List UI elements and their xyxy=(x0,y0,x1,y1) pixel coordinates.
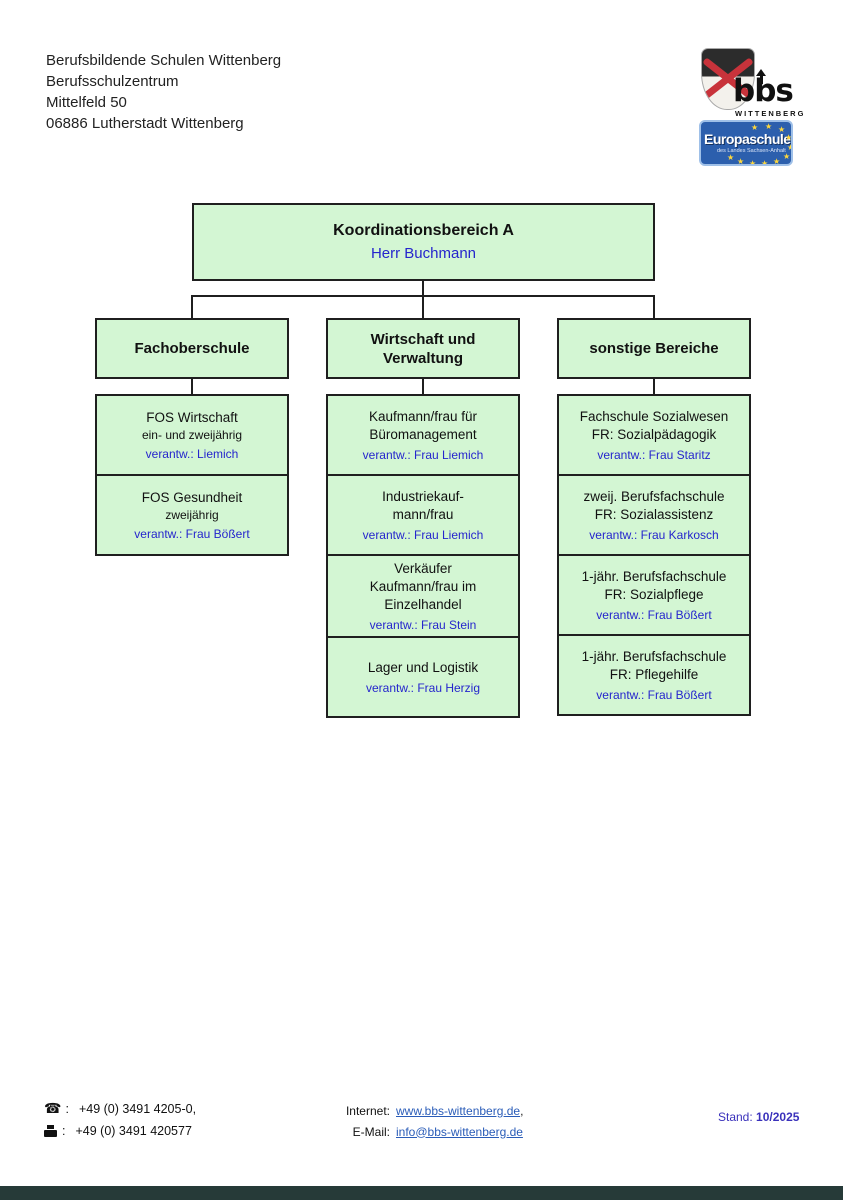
connector-stub-col1 xyxy=(191,379,193,394)
org-box-responsible: verantw.: Frau Bößert xyxy=(596,607,712,622)
europaschule-label: Europaschule xyxy=(704,131,791,147)
europaschule-badge: Europaschule des Landes Sachsen-Anhalt ★… xyxy=(699,120,793,166)
scan-edge-bar xyxy=(0,1186,843,1200)
org-box-responsible: verantw.: Frau Bößert xyxy=(596,687,712,702)
org-box-responsible: verantw.: Frau Bößert xyxy=(134,526,250,541)
org-box-line: FR: Sozialpflege xyxy=(604,586,704,602)
phone-icon: ☎ xyxy=(44,1101,62,1117)
org-box-responsible: verantw.: Frau Stein xyxy=(369,617,477,632)
star-icon: ★ xyxy=(787,144,791,152)
org-box-line: Kaufmann/frau für xyxy=(368,408,478,424)
star-icon: ★ xyxy=(783,152,791,161)
email-link[interactable]: info@bbs-wittenberg.de xyxy=(396,1124,523,1139)
connector-horizontal xyxy=(191,295,655,297)
wittenberg-crest-icon xyxy=(701,48,755,110)
org-box-line: FR: Sozialpädagogik xyxy=(591,426,717,442)
phone-number: +49 (0) 3491 4205-0, xyxy=(78,1102,197,1116)
org-box-line: Büromanagement xyxy=(369,426,477,442)
org-box-line: FOS Gesundheit xyxy=(141,489,243,505)
school-logo: bbs WITTENBERG Europaschule des Landes S… xyxy=(699,46,803,172)
stand-label: Stand: xyxy=(718,1110,753,1124)
org-box-line: Fachschule Sozialwesen xyxy=(579,408,729,424)
fax-icon xyxy=(44,1125,57,1137)
org-column-header-wirtschaft: Wirtschaft und Verwaltung xyxy=(326,318,520,379)
stand-value: 10/2025 xyxy=(756,1110,800,1124)
org-box-line: 1-jähr. Berufsfachschule xyxy=(581,648,727,664)
internet-suffix: , xyxy=(520,1103,524,1118)
org-box: 1-jähr. Berufsfachschule FR: Pflegehilfe… xyxy=(557,634,751,716)
org-box: Industriekauf- mann/frau verantw.: Frau … xyxy=(326,474,520,556)
org-box-responsible: verantw.: Frau Liemich xyxy=(362,447,484,462)
org-box-line: 1-jähr. Berufsfachschule xyxy=(581,568,727,584)
org-root-box: Koordinationsbereich A Herr Buchmann xyxy=(192,203,655,281)
org-box-line: FR: Sozialassistenz xyxy=(594,506,714,522)
org-root-person: Herr Buchmann xyxy=(370,245,477,262)
star-icon: ★ xyxy=(785,133,793,142)
org-box-line: Industriekauf- xyxy=(382,488,464,504)
star-icon: ★ xyxy=(727,153,735,162)
star-icon: ★ xyxy=(737,157,745,166)
connector-root-stub xyxy=(422,281,424,295)
connector-stub-col2 xyxy=(422,379,424,394)
stand-note: Stand: 10/2025 xyxy=(718,1110,799,1124)
address-line: Mittelfeld 50 xyxy=(46,94,127,111)
org-box-line: FR: Pflegehilfe xyxy=(609,666,699,682)
org-box: Kaufmann/frau für Büromanagement verantw… xyxy=(326,394,520,476)
org-box: Fachschule Sozialwesen FR: Sozialpädagog… xyxy=(557,394,751,476)
org-box-responsible: verantw.: Frau Liemich xyxy=(362,527,484,542)
org-box: zweij. Berufsfachschule FR: Sozialassist… xyxy=(557,474,751,556)
email-label: E-Mail: xyxy=(352,1124,390,1139)
fax-number: +49 (0) 3491 420577 xyxy=(75,1124,192,1138)
connector-drop-col1 xyxy=(191,297,193,318)
org-box-subline: ein- und zweijährig xyxy=(141,427,243,442)
org-box-line: Verkäufer xyxy=(394,560,452,576)
org-root-title: Koordinationsbereich A xyxy=(333,222,514,239)
org-box: Lager und Logistik verantw.: Frau Herzig xyxy=(326,636,520,718)
org-box-line: zweij. Berufsfachschule xyxy=(583,488,725,504)
bbs-logo-text: bbs xyxy=(733,73,794,109)
org-box-line: Einzelhandel xyxy=(384,596,462,612)
star-icon: ★ xyxy=(761,159,769,166)
address-line: 06886 Lutherstadt Wittenberg xyxy=(46,115,244,132)
star-icon: ★ xyxy=(773,157,781,166)
org-box-responsible: verantw.: Frau Staritz xyxy=(597,447,711,462)
org-box: FOS Gesundheit zweijährig verantw.: Frau… xyxy=(95,474,289,556)
footer-links-block: Internet: www.bbs-wittenberg.de , E-Mail… xyxy=(335,1100,523,1142)
org-column-2: Kaufmann/frau für Büromanagement verantw… xyxy=(326,394,520,718)
star-icon: ★ xyxy=(751,123,759,132)
org-column-1: FOS Wirtschaft ein- und zweijährig veran… xyxy=(95,394,289,556)
address-line: Berufsschulzentrum xyxy=(46,73,179,90)
org-box-line: Lager und Logistik xyxy=(367,659,479,675)
org-box: FOS Wirtschaft ein- und zweijährig veran… xyxy=(95,394,289,476)
phone-colon: : xyxy=(65,1102,69,1116)
org-column-header-fachoberschule: Fachoberschule xyxy=(95,318,289,379)
org-box: Verkäufer Kaufmann/frau im Einzelhandel … xyxy=(326,554,520,638)
fax-colon: : xyxy=(62,1124,66,1138)
bbs-logo-city: WITTENBERG xyxy=(735,109,806,118)
star-icon: ★ xyxy=(749,159,757,166)
footer-contact-block: ☎ : +49 (0) 3491 4205-0, : +49 (0) 3491 … xyxy=(44,1098,196,1142)
arrow-up-icon xyxy=(755,69,767,84)
org-box-line: FOS Wirtschaft xyxy=(146,409,238,425)
org-box-line: Kaufmann/frau im xyxy=(369,578,477,594)
connector-drop-col3 xyxy=(653,297,655,318)
org-box-subline: zweijährig xyxy=(165,507,219,522)
org-box: 1-jähr. Berufsfachschule FR: Sozialpfleg… xyxy=(557,554,751,636)
org-box-responsible: verantw.: Frau Herzig xyxy=(365,680,481,695)
europaschule-sublabel: des Landes Sachsen-Anhalt xyxy=(717,148,786,154)
star-icon: ★ xyxy=(778,125,786,134)
internet-link[interactable]: www.bbs-wittenberg.de xyxy=(396,1103,521,1118)
address-block: Berufsbildende Schulen Wittenberg Berufs… xyxy=(46,50,281,134)
org-column-header-sonstige: sonstige Bereiche xyxy=(557,318,751,379)
org-box-line: mann/frau xyxy=(392,506,454,522)
org-column-3: Fachschule Sozialwesen FR: Sozialpädagog… xyxy=(557,394,751,716)
connector-drop-col2 xyxy=(422,297,424,318)
connector-stub-col3 xyxy=(653,379,655,394)
org-box-responsible: verantw.: Liemich xyxy=(145,446,239,461)
star-icon: ★ xyxy=(765,122,773,131)
internet-label: Internet: xyxy=(345,1103,390,1118)
address-line: Berufsbildende Schulen Wittenberg xyxy=(46,52,282,69)
org-box-responsible: verantw.: Frau Karkosch xyxy=(589,527,719,542)
